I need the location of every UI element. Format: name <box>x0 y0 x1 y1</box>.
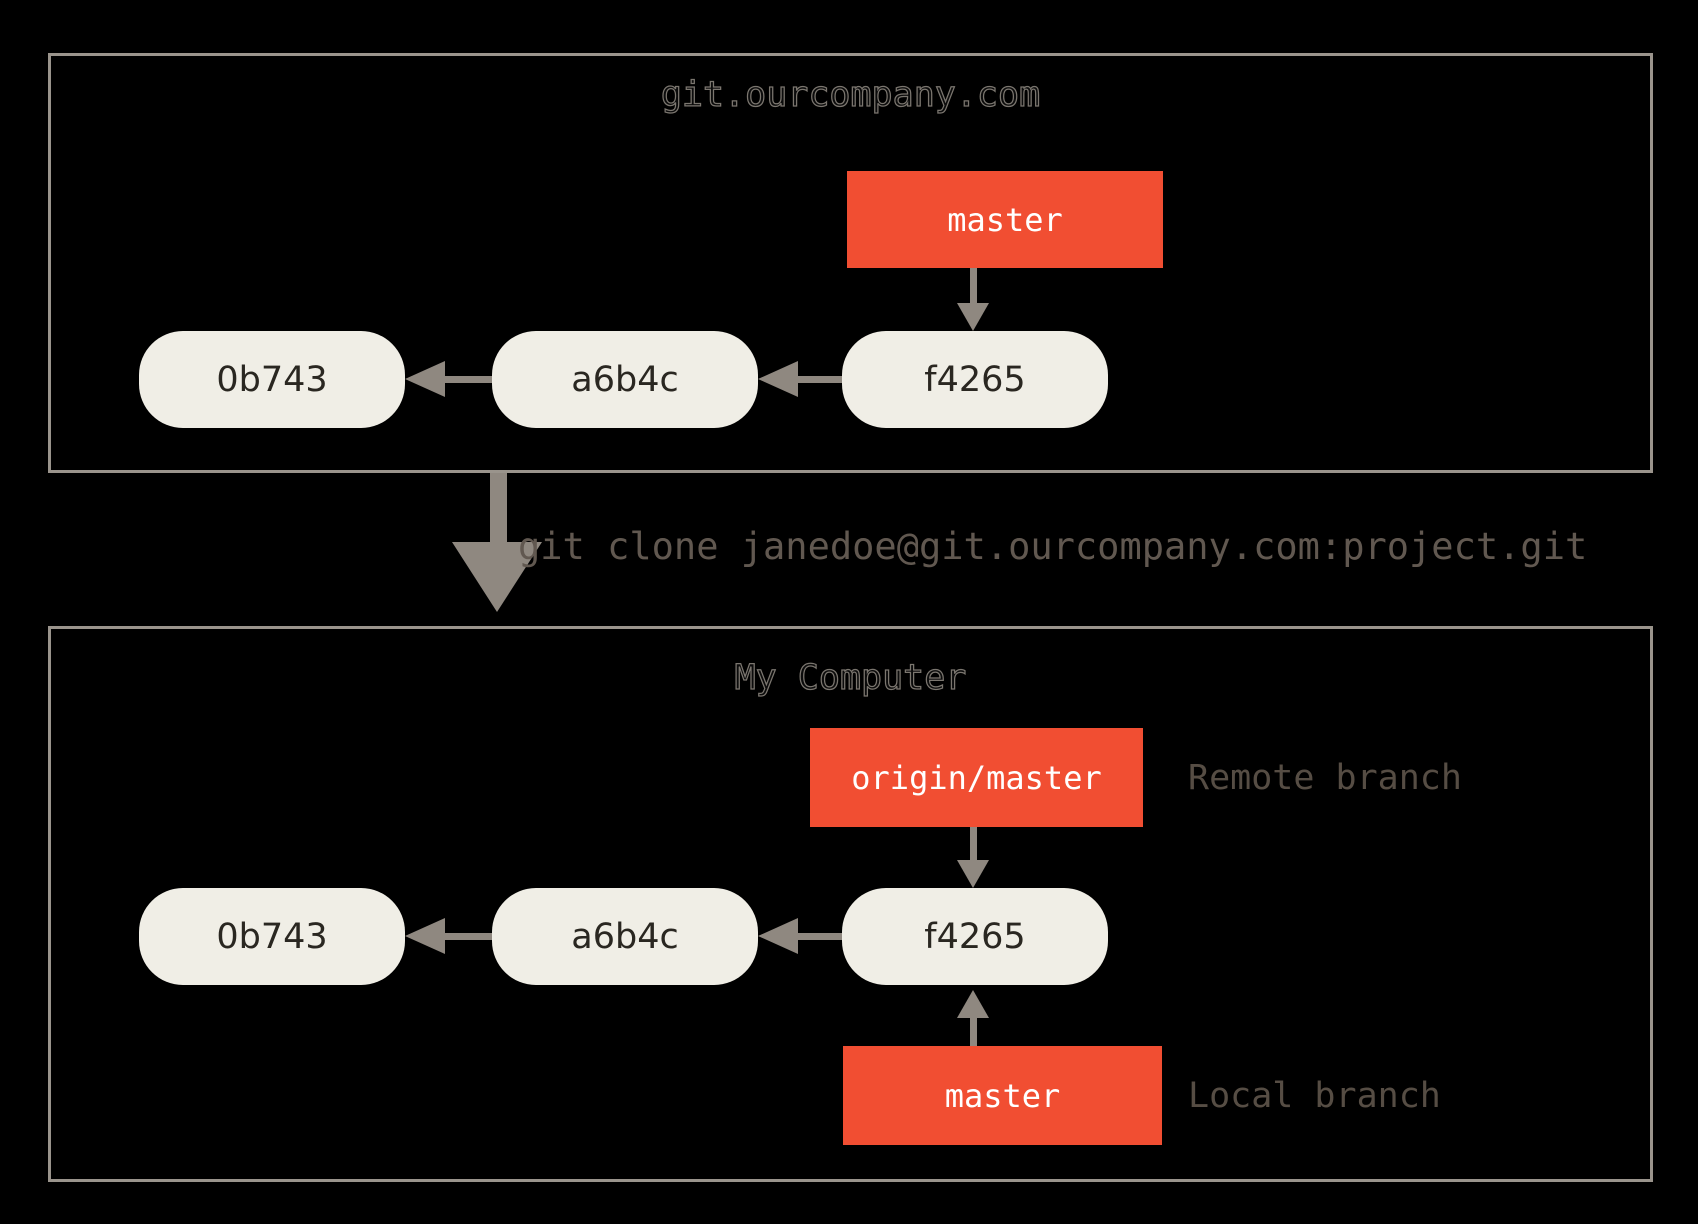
commit-hash: f4265 <box>924 916 1026 957</box>
local-repo-box <box>48 626 1653 1182</box>
local-commit-f4265: f4265 <box>842 888 1108 985</box>
server-commit-a6b4c: a6b4c <box>492 331 758 428</box>
server-commit-f4265: f4265 <box>842 331 1108 428</box>
local-commit-a6b4c: a6b4c <box>492 888 758 985</box>
parent-arrow-shaft <box>794 933 842 940</box>
origin-master-branch-label: origin/master <box>851 758 1102 797</box>
local-master-arrowhead-icon <box>957 990 989 1018</box>
commit-hash: f4265 <box>924 359 1026 400</box>
local-master-branch-box: master <box>843 1046 1162 1145</box>
origin-master-arrow-shaft <box>970 827 977 860</box>
server-branch-arrow-shaft <box>970 268 977 303</box>
remote-branch-annotation: Remote branch <box>1188 758 1462 798</box>
commit-hash: a6b4c <box>571 916 679 957</box>
clone-arrowhead-icon <box>452 542 542 612</box>
server-repo-title: git.ourcompany.com <box>660 75 1041 115</box>
parent-arrow-shaft <box>441 376 492 383</box>
parent-arrowhead-icon <box>405 918 445 954</box>
server-branch-arrowhead-icon <box>957 303 989 331</box>
local-master-arrow-shaft <box>970 1018 977 1046</box>
commit-hash: a6b4c <box>571 359 679 400</box>
commit-hash: 0b743 <box>216 916 328 957</box>
clone-command-label: git clone janedoe@git.ourcompany.com:pro… <box>518 525 1588 568</box>
local-repo-title: My Computer <box>734 658 967 698</box>
server-repo-box <box>48 53 1653 473</box>
local-commit-0b743: 0b743 <box>139 888 405 985</box>
server-commit-0b743: 0b743 <box>139 331 405 428</box>
origin-master-arrowhead-icon <box>957 860 989 888</box>
commit-hash: 0b743 <box>216 359 328 400</box>
clone-arrow-shaft <box>490 473 507 542</box>
parent-arrow-shaft <box>441 933 492 940</box>
local-master-branch-label: master <box>944 1076 1061 1115</box>
origin-master-branch-box: origin/master <box>810 728 1143 827</box>
server-master-branch-box: master <box>847 171 1163 268</box>
local-branch-annotation: Local branch <box>1188 1076 1441 1116</box>
server-master-branch-label: master <box>947 200 1063 239</box>
parent-arrowhead-icon <box>758 918 798 954</box>
parent-arrow-shaft <box>794 376 842 383</box>
parent-arrowhead-icon <box>758 361 798 397</box>
parent-arrowhead-icon <box>405 361 445 397</box>
